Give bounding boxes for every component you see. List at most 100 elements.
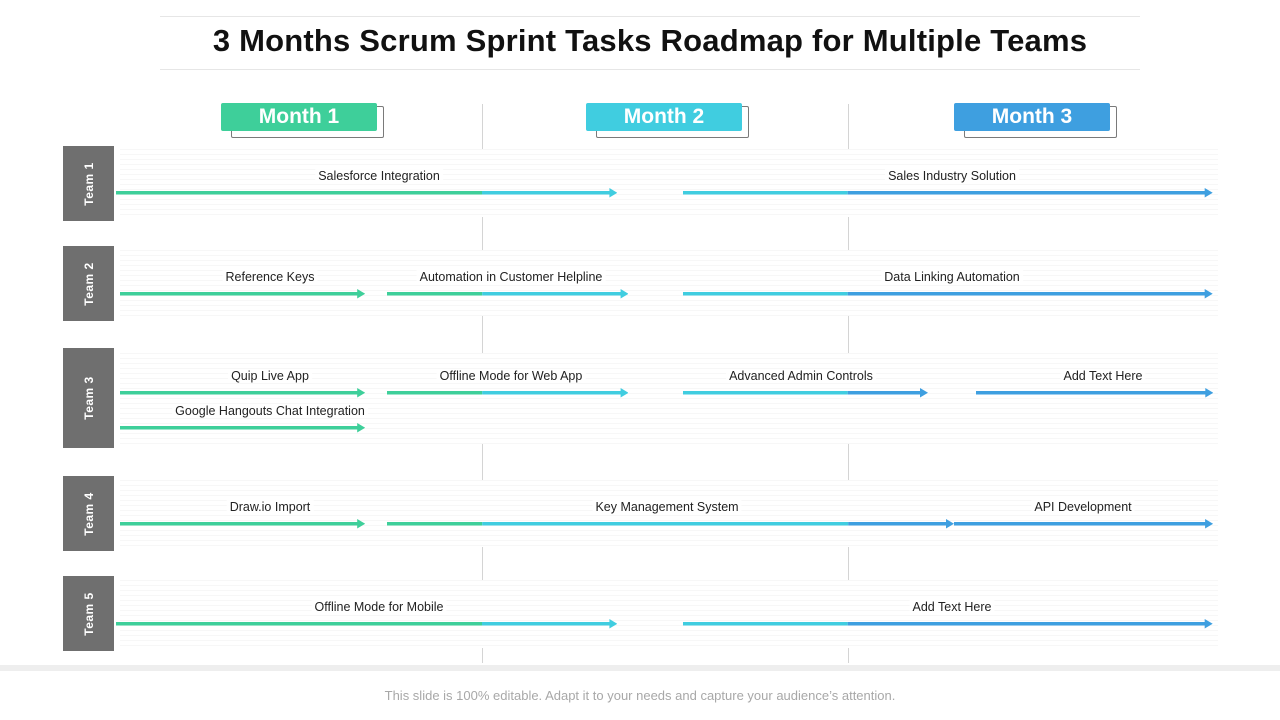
arrow-segment [116, 191, 482, 195]
month-label: Month 2 [586, 103, 742, 131]
task-label: Data Linking Automation [881, 270, 1023, 284]
arrow-head [620, 289, 629, 299]
arrow-segment [386, 391, 482, 395]
arrow-segment [683, 391, 848, 395]
team-label-text: Team 3 [81, 376, 96, 420]
arrow-head [356, 289, 365, 299]
task-arrow [116, 188, 618, 198]
arrow-head [356, 423, 365, 433]
arrow-segment [119, 522, 358, 526]
arrow-head [1205, 388, 1214, 398]
arrow-segment [481, 191, 611, 195]
month-badge-3: Month 3 [954, 103, 1117, 138]
task-arrow [119, 423, 365, 433]
arrow-head [945, 519, 954, 529]
arrow-segment [953, 522, 1206, 526]
month-divider [848, 648, 849, 663]
team-row-band [120, 580, 1218, 648]
arrow-segment [119, 426, 358, 430]
team-label-4: Team 4 [63, 476, 114, 551]
task-label: API Development [1031, 500, 1135, 514]
month-divider [848, 104, 849, 149]
task-arrow [119, 388, 365, 398]
arrow-head [1204, 519, 1213, 529]
arrow-head [609, 619, 618, 629]
month-divider [848, 217, 849, 250]
team-label-text: Team 4 [81, 491, 96, 536]
team-label-5: Team 5 [63, 576, 114, 651]
month-divider [848, 547, 849, 580]
arrow-segment [116, 622, 482, 626]
arrow-segment [683, 292, 848, 296]
arrow-segment [847, 522, 947, 526]
task-arrow [683, 188, 1213, 198]
arrow-segment [975, 391, 1207, 395]
month-badge-1: Month 1 [221, 103, 384, 138]
month-label: Month 3 [954, 103, 1110, 131]
task-label: Add Text Here [1060, 369, 1146, 383]
arrow-head [609, 188, 618, 198]
task-label: Quip Live App [228, 369, 312, 383]
month-divider [482, 104, 483, 149]
month-divider [848, 444, 849, 480]
task-label: Automation in Customer Helpline [416, 270, 606, 284]
page-title: 3 Months Scrum Sprint Tasks Roadmap for … [212, 23, 1088, 58]
arrow-head [1204, 289, 1213, 299]
month-divider [482, 316, 483, 353]
arrow-segment [481, 391, 622, 395]
arrow-head [920, 388, 929, 398]
task-arrow [119, 519, 365, 529]
footer-bar [0, 665, 1280, 671]
task-label: Advanced Admin Controls [726, 369, 876, 383]
task-arrow [683, 388, 929, 398]
task-arrow [386, 519, 954, 529]
task-arrow [975, 388, 1214, 398]
arrow-head [356, 519, 365, 529]
task-arrow [119, 289, 365, 299]
task-arrow [683, 289, 1213, 299]
task-label: Draw.io Import [226, 500, 314, 514]
task-arrow [953, 519, 1213, 529]
roadmap: Month 1 Month 2 Month 3 Team 1 Salesforc… [63, 103, 1218, 663]
arrow-segment [481, 622, 611, 626]
arrow-head [1204, 619, 1213, 629]
month-badge-2: Month 2 [586, 103, 749, 138]
arrow-segment [119, 292, 358, 296]
task-label: Salesforce Integration [315, 169, 443, 183]
task-label: Add Text Here [909, 600, 995, 614]
arrow-segment [481, 522, 848, 526]
team-row-band [120, 149, 1218, 217]
arrow-segment [847, 191, 1206, 195]
arrow-segment [683, 622, 848, 626]
arrow-segment [847, 391, 922, 395]
month-divider [848, 316, 849, 353]
task-label: Reference Keys [222, 270, 318, 284]
month-divider [482, 444, 483, 480]
arrow-segment [119, 391, 358, 395]
arrow-segment [683, 191, 848, 195]
team-label-1: Team 1 [63, 146, 114, 221]
arrow-segment [386, 522, 482, 526]
arrow-head [620, 388, 629, 398]
team-label-text: Team 2 [81, 261, 96, 306]
arrow-segment [847, 292, 1206, 296]
team-label-text: Team 1 [81, 161, 96, 206]
month-divider [482, 217, 483, 250]
task-label: Offline Mode for Mobile [311, 600, 447, 614]
month-divider [482, 648, 483, 663]
task-label: Sales Industry Solution [885, 169, 1019, 183]
task-label: Offline Mode for Web App [436, 369, 586, 383]
arrow-segment [847, 622, 1206, 626]
arrow-segment [386, 292, 482, 296]
arrow-head [356, 388, 365, 398]
task-arrow [116, 619, 618, 629]
month-divider [482, 547, 483, 580]
team-label-text: Team 5 [81, 591, 96, 636]
arrow-head [1204, 188, 1213, 198]
arrow-segment [481, 292, 622, 296]
team-label-2: Team 2 [63, 246, 114, 321]
task-arrow [386, 388, 629, 398]
task-arrow [386, 289, 629, 299]
title-block: 3 Months Scrum Sprint Tasks Roadmap for … [160, 16, 1140, 70]
task-label: Google Hangouts Chat Integration [172, 404, 368, 418]
